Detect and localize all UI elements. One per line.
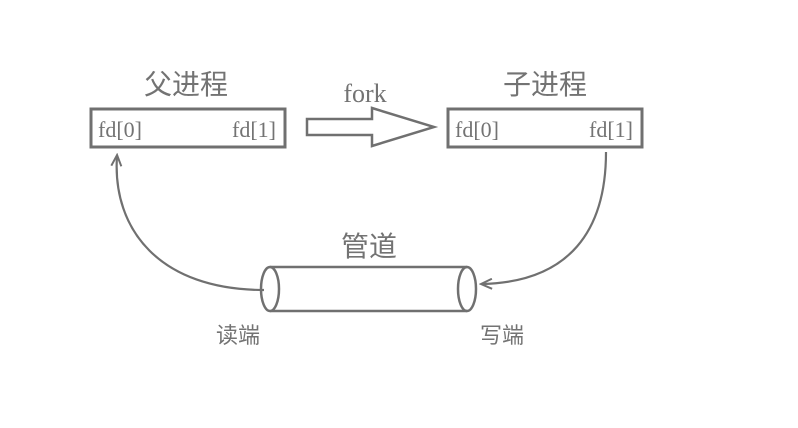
write-end-label: 写端 [480,324,524,349]
child-process-title: 子进程 [503,68,587,101]
read-end-label: 读端 [216,324,260,349]
child-fd-write: fd[1] [589,117,633,142]
parent-process-title: 父进程 [144,68,228,101]
fork-label: fork [343,79,386,108]
pipe-cylinder [259,265,478,313]
child-fd-box [446,107,644,149]
read-end-arrow [117,156,265,292]
child-fd-read: fd[0] [455,117,499,142]
parent-fd-box [89,107,287,149]
fork-arrow [305,106,439,148]
write-end-arrow [482,151,608,284]
parent-fd-write: fd[1] [232,117,276,142]
parent-fd-read: fd[0] [98,117,142,142]
pipe-title: 管道 [341,230,397,263]
